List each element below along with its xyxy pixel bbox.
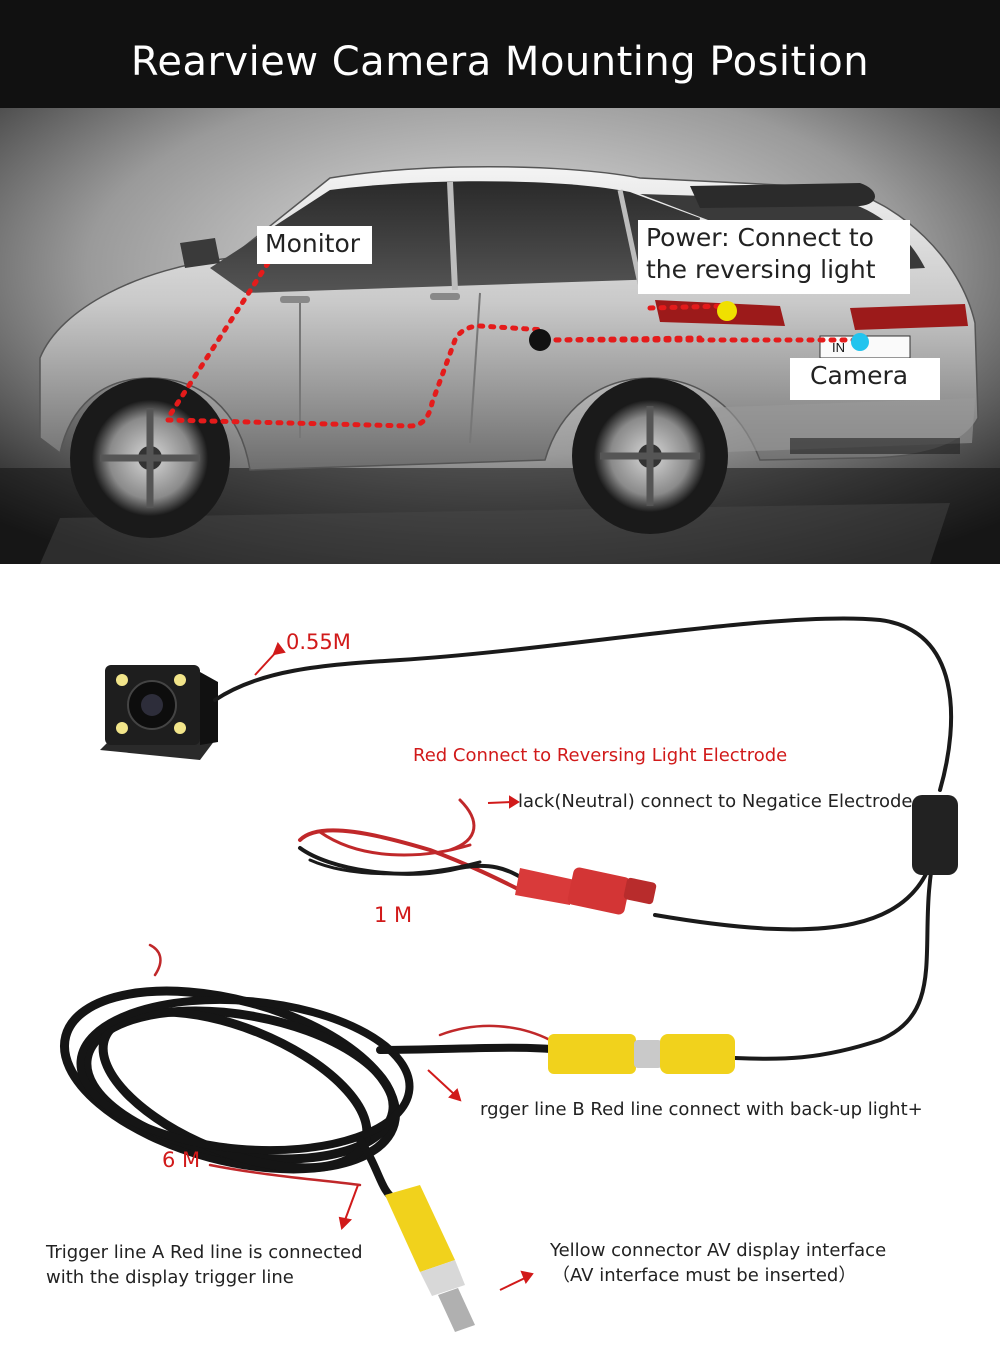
yellow-connector-caption-line-1: Yellow connector AV display interface	[550, 1240, 887, 1261]
av-cable-coil	[59, 986, 564, 1204]
camera-body	[100, 665, 218, 760]
ferrite-core	[912, 795, 958, 875]
pointer-arrows	[254, 641, 534, 1291]
yellow-connector-caption-line-2: （AV interface must be inserted）	[552, 1265, 857, 1286]
yellow-connector-caption: Yellow connector AV display interface （A…	[550, 1238, 886, 1288]
yellow-rca-bottom	[385, 1185, 475, 1332]
power-label: Power: Connect to the reversing light	[638, 220, 910, 294]
grommet-dot	[529, 329, 551, 351]
camera-cable	[213, 616, 954, 1061]
trigger-a-caption: Trigger line A Red line is connected wit…	[46, 1240, 363, 1290]
yellow-rca-right	[548, 1034, 735, 1074]
page-title: Rearview Camera Mounting Position	[130, 39, 870, 85]
red-wire-caption: Red Connect to Reversing Light Electrode	[413, 745, 788, 766]
trigger-a-caption-line-1: Trigger line A Red line is connected	[46, 1242, 363, 1263]
trigger-wires	[148, 943, 552, 1187]
power-label-line-1: Power: Connect to	[646, 223, 874, 252]
red-power-connector	[515, 867, 657, 915]
svg-text:IN: IN	[832, 340, 845, 355]
camera-dot	[851, 333, 869, 351]
power-label-line-2: the reversing light	[646, 255, 876, 284]
trigger-a-caption-line-2: with the display trigger line	[46, 1267, 294, 1288]
camera-label: Camera	[790, 358, 940, 400]
power-lead-length: 1 M	[374, 903, 413, 927]
black-wire-caption: lack(Neutral) connect to Negatice Electr…	[518, 791, 913, 812]
monitor-label: Monitor	[257, 226, 372, 264]
power-dot	[717, 301, 737, 321]
camera-lead-length: 0.55M	[286, 630, 351, 654]
title-banner: Rearview Camera Mounting Position	[0, 0, 1000, 108]
car-photo: IN	[0, 108, 1000, 564]
cable-photo	[0, 564, 1000, 1366]
av-lead-length: 6 M	[162, 1148, 201, 1172]
power-wire-coil	[298, 798, 527, 892]
trigger-b-caption: rgger line B Red line connect with back-…	[480, 1099, 923, 1120]
cable-route	[165, 260, 858, 429]
